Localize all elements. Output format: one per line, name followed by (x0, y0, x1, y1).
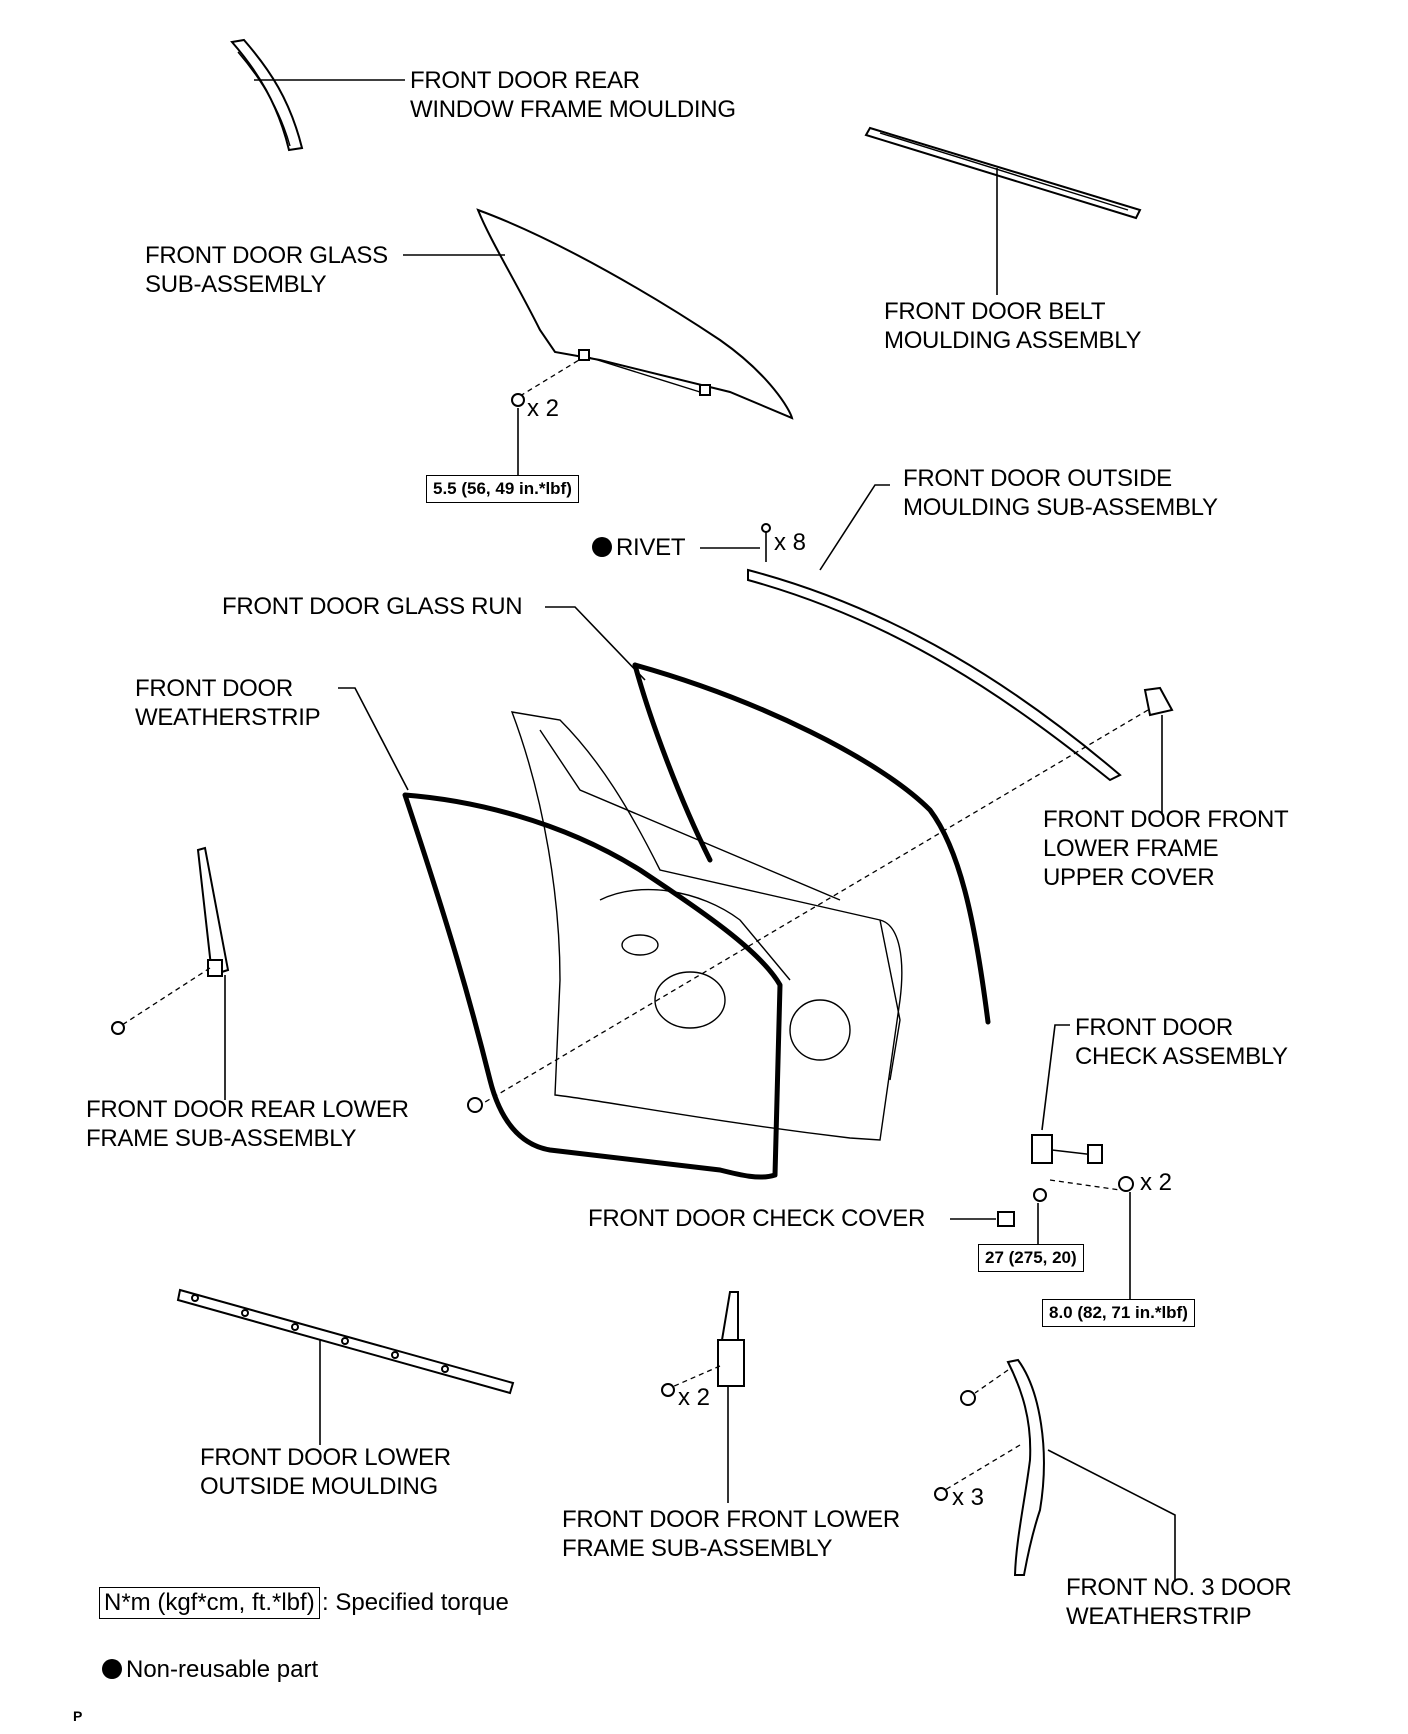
label-lower-outside-moulding: FRONT DOOR LOWER OUTSIDE MOULDING (200, 1444, 451, 1500)
front-door-glass-part (403, 208, 794, 475)
label-weatherstrip: FRONT DOOR WEATHERSTRIP (135, 675, 321, 731)
label-no3-weatherstrip: FRONT NO. 3 DOOR WEATHERSTRIP (1066, 1574, 1292, 1630)
belt-moulding-part (864, 126, 1142, 295)
legend-non-reusable: Non-reusable part (102, 1655, 318, 1685)
label-outside-moulding: FRONT DOOR OUTSIDE MOULDING SUB-ASSEMBLY (903, 465, 1218, 521)
qty-glass-bolts: x 2 (527, 395, 560, 422)
glass-run-part (545, 606, 991, 1025)
rear-lower-frame-part (111, 846, 230, 1100)
no3-weatherstrip-part (934, 1358, 1176, 1582)
upper-cover-part (467, 686, 1174, 1113)
label-front-lower-frame-upper-cover: FRONT DOOR FRONT LOWER FRAME UPPER COVER (1043, 806, 1289, 891)
check-assembly-part (950, 1024, 1134, 1308)
qty-no3-clips: x 3 (952, 1484, 985, 1511)
qty-check-nuts: x 2 (1140, 1169, 1173, 1196)
label-front-lower-frame: FRONT DOOR FRONT LOWER FRAME SUB-ASSEMBL… (562, 1506, 900, 1562)
label-glass-sub-assembly: FRONT DOOR GLASS SUB-ASSEMBLY (145, 242, 388, 298)
label-glass-run: FRONT DOOR GLASS RUN (222, 593, 523, 620)
label-rear-lower-frame: FRONT DOOR REAR LOWER FRAME SUB-ASSEMBLY (86, 1096, 409, 1152)
label-check-cover: FRONT DOOR CHECK COVER (588, 1205, 925, 1232)
outside-moulding-part (700, 484, 1122, 782)
qty-rivets: x 8 (774, 529, 807, 556)
lower-outside-moulding-part (176, 1288, 515, 1445)
non-reusable-marker-icon (102, 1659, 122, 1679)
torque-check-nut: 8.0 (82, 71 in.*lbf) (1042, 1299, 1195, 1327)
non-reusable-marker-icon (592, 537, 612, 557)
rear-window-frame-moulding-part (230, 38, 405, 152)
legend-torque-desc: : Specified torque (322, 1589, 509, 1616)
legend-torque-unit: N*m (kgf*cm, ft.*lbf) (99, 1587, 320, 1619)
torque-check-bolt: 27 (275, 20) (978, 1244, 1084, 1272)
front-lower-frame-part (661, 1291, 745, 1503)
label-rivet: RIVET (592, 533, 685, 562)
torque-glass-bolt: 5.5 (56, 49 in.*lbf) (426, 475, 579, 503)
weatherstrip-part (338, 687, 783, 1180)
page-tag: P (73, 1708, 83, 1724)
label-check-assembly: FRONT DOOR CHECK ASSEMBLY (1075, 1014, 1288, 1070)
label-rear-window-frame-moulding: FRONT DOOR REAR WINDOW FRAME MOULDING (410, 67, 736, 123)
door-inner-panel-part (510, 711, 903, 1141)
qty-lower-frame-bolts: x 2 (678, 1384, 711, 1411)
label-belt-moulding: FRONT DOOR BELT MOULDING ASSEMBLY (884, 298, 1142, 354)
